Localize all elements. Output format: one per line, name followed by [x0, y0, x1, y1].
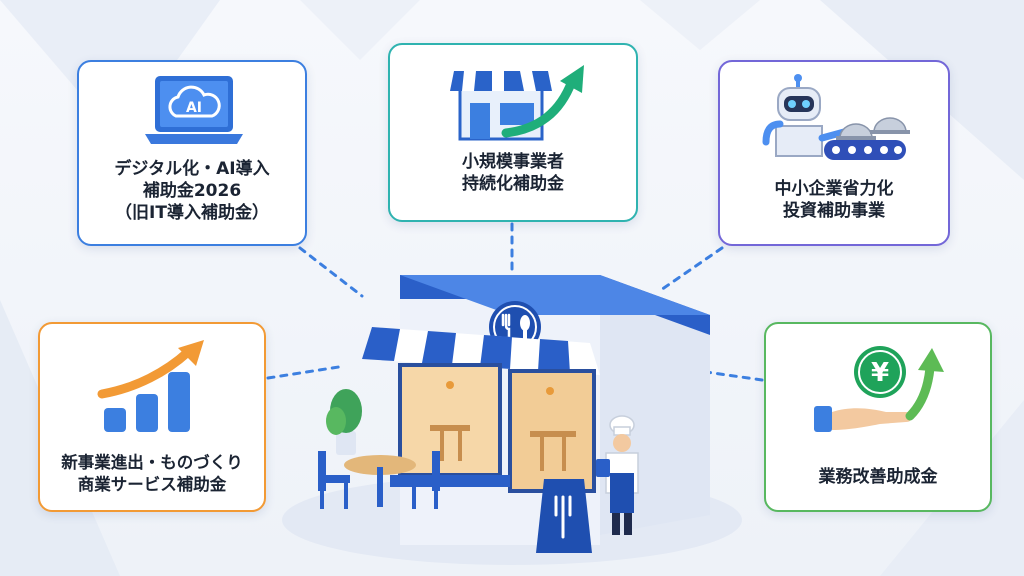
card-labor-line-1: 中小企業省力化 — [774, 179, 894, 199]
card-labor-line-2: 投資補助事業 — [783, 201, 885, 221]
card-small-line-1: 小規模事業者 — [462, 152, 564, 172]
yen-icon-text: ¥ — [871, 358, 889, 388]
card-it-line-3: （旧IT導入補助金） — [115, 203, 269, 223]
hand-yen-coin-icon: ¥ — [814, 346, 944, 432]
card-small-business: 小規模事業者 持続化補助金 — [388, 43, 638, 222]
robot-conveyor-icon — [762, 74, 910, 160]
laptop-cloud-icon: AI — [145, 76, 243, 144]
card-new-business: 新事業進出・ものづくり 商業サービス補助金 — [38, 322, 266, 512]
growth-bar-chart-icon — [97, 340, 204, 432]
card-new-line-2: 商業サービス補助金 — [77, 475, 227, 494]
card-small-line-2: 持続化補助金 — [462, 174, 564, 194]
card-it-subsidy: AI デジタル化・AI導入 補助金2026 （旧IT導入補助金） — [77, 60, 307, 246]
card-new-line-1: 新事業進出・ものづくり — [61, 453, 243, 472]
card-it-line-2: 補助金2026 — [142, 181, 242, 201]
storefront-growth-icon — [450, 65, 584, 141]
ai-icon-text: AI — [186, 100, 202, 116]
card-business-improvement: ¥ 業務改善助成金 — [764, 322, 992, 512]
card-it-line-1: デジタル化・AI導入 — [114, 159, 270, 179]
restaurant-storefront-icon — [318, 275, 710, 553]
card-labor-saving: 中小企業省力化 投資補助事業 — [718, 60, 950, 246]
card-improvement-line-1: 業務改善助成金 — [818, 467, 938, 487]
